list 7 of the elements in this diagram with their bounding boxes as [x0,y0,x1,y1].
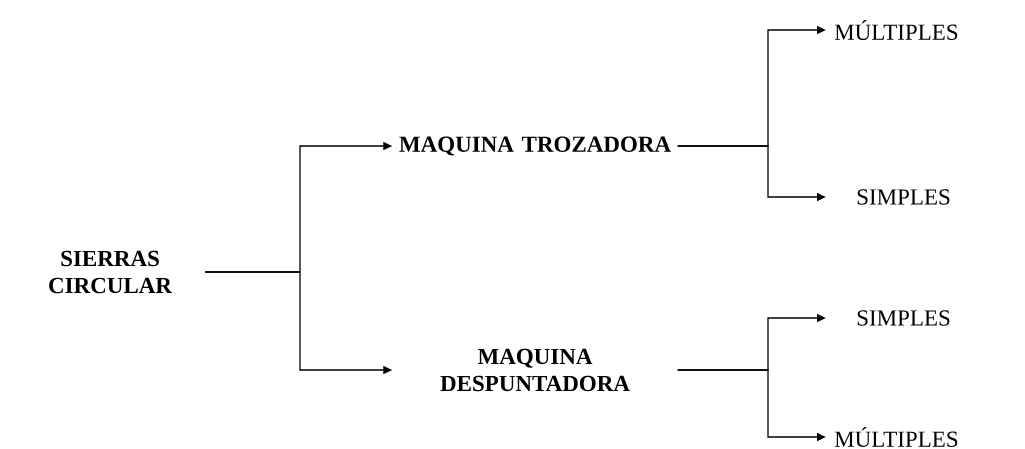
category-text: MÚLTIPLES [834,20,958,40]
category-text: MAQUINA TROZADORA [399,136,671,156]
category-text: MÚLTIPLES [834,427,958,447]
category-text: SIERRAS CIRCULAR [49,250,173,294]
category-text: SIMPLES [857,310,950,326]
category-text: SIMPLES [857,189,950,205]
category-text: MAQUINA DESPUNTADORA [440,348,630,392]
